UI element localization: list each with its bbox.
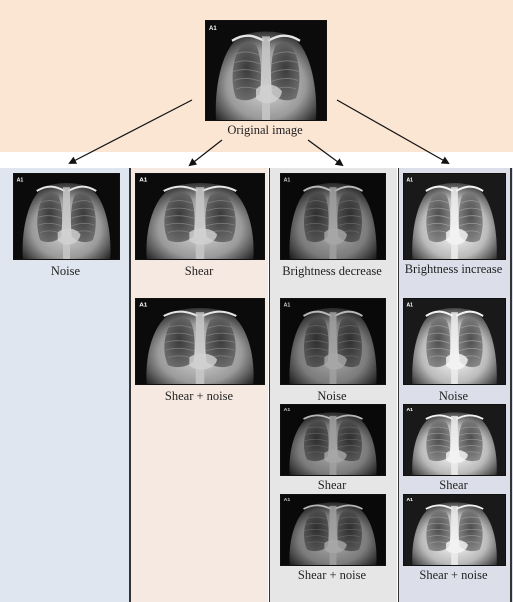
xray-tag-label: A1 xyxy=(284,497,291,503)
column-divider xyxy=(510,168,512,602)
arrow-to-noise xyxy=(68,99,193,164)
xray-tag-label: A1 xyxy=(407,407,414,413)
decrease-noise-caption: Noise xyxy=(317,389,347,403)
brightness-decrease-xray: A1 xyxy=(280,173,386,260)
increase-noise-caption: Noise xyxy=(438,389,469,403)
xray-tag-label: A1 xyxy=(139,303,148,309)
brightness-increase-caption: Brightness increase xyxy=(404,262,503,276)
increase-shear-caption: Shear xyxy=(439,478,468,492)
xray-tag-label: A1 xyxy=(209,25,217,32)
brightness-increase-xray: A1 xyxy=(403,173,506,260)
decrease-shear-caption: Shear xyxy=(317,478,347,492)
column-divider xyxy=(129,168,131,602)
shear-noise-xray: A1 xyxy=(135,298,265,385)
shear-caption: Shear xyxy=(184,264,214,278)
column-divider xyxy=(397,168,399,602)
xray-tag-label: A1 xyxy=(139,178,148,184)
xray-tag-label: A1 xyxy=(407,177,413,183)
increase-shear-noise-caption: Shear + noise xyxy=(419,568,488,582)
decrease-noise-xray: A1 xyxy=(280,298,386,385)
noise-caption: Noise xyxy=(50,264,81,278)
original-image-caption: Original image xyxy=(227,123,303,137)
xray-tag-label: A1 xyxy=(407,302,413,308)
shear-xray: A1 xyxy=(135,173,265,260)
branch-arrows xyxy=(68,99,450,167)
decrease-shear-noise-xray: A1 xyxy=(280,494,386,566)
noise-xray: A1 xyxy=(13,173,120,260)
xray-tag-label: A1 xyxy=(284,302,291,308)
xray-tag-label: A1 xyxy=(284,177,291,183)
xray-tag-label: A1 xyxy=(284,407,291,413)
shear-noise-caption: Shear + noise xyxy=(164,389,234,403)
increase-shear-noise-xray: A1 xyxy=(403,494,506,566)
xray-tag-label: A1 xyxy=(407,497,414,503)
decrease-shear-noise-caption: Shear + noise xyxy=(297,568,367,582)
column-divider xyxy=(268,168,270,602)
increase-noise-xray: A1 xyxy=(403,298,506,385)
decrease-shear-xray: A1 xyxy=(280,404,386,476)
xray-tag-label: A1 xyxy=(17,177,24,183)
arrow-to-brightness-increase xyxy=(336,99,450,164)
brightness-decrease-caption: Brightness decrease xyxy=(282,264,382,278)
arrow-to-shear xyxy=(188,139,223,167)
original-xray: A1 xyxy=(205,20,327,121)
increase-shear-xray: A1 xyxy=(403,404,506,476)
arrow-to-brightness-decrease xyxy=(307,139,344,167)
